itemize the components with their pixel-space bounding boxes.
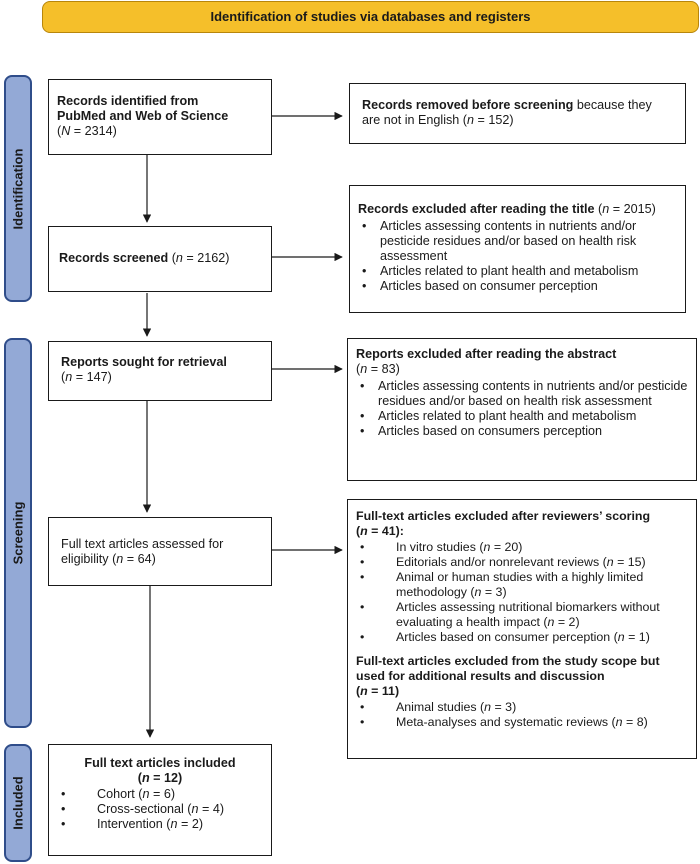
box-records-screened: Records screened (n = 2162) xyxy=(48,226,272,292)
reports-sought-count: (n = 147) xyxy=(61,370,112,384)
included-list: Cohort (n = 6) Cross-sectional (n = 4) I… xyxy=(57,787,263,832)
box-records-removed: Records removed before screening because… xyxy=(349,83,686,144)
list-item: Animal or human studies with a highly li… xyxy=(356,570,688,600)
list-item: Articles based on consumers perception xyxy=(356,424,688,439)
fulltext-excluded-scope-list: Animal studies (n = 3) Meta-analyses and… xyxy=(356,700,688,730)
list-item: Meta-analyses and systematic reviews (n … xyxy=(356,715,688,730)
list-item: Intervention (n = 2) xyxy=(57,817,263,832)
box-reports-excluded-abstract: Reports excluded after reading the abstr… xyxy=(347,338,697,481)
records-screened-text: Records screened (n = 2162) xyxy=(59,251,230,265)
box-records-identified: Records identified from PubMed and Web o… xyxy=(48,79,272,155)
box-included: Full text articles included (n = 12) Coh… xyxy=(48,744,272,856)
records-removed-line1: Records removed before screening because… xyxy=(362,98,652,112)
list-item: Articles assessing contents in nutrients… xyxy=(358,219,677,264)
fulltext-excluded-heading: Full-text articles excluded after review… xyxy=(356,509,651,538)
header-banner: Identification of studies via databases … xyxy=(42,1,699,33)
fulltext-excluded-list: In vitro studies (n = 20) Editorials and… xyxy=(356,540,688,645)
list-item: Articles based on consumer perception (n… xyxy=(356,630,688,645)
reports-excluded-abstract-heading: Reports excluded after reading the abstr… xyxy=(356,347,617,361)
list-item: Cohort (n = 6) xyxy=(57,787,263,802)
list-item: Animal studies (n = 3) xyxy=(356,700,688,715)
reports-sought-label: Reports sought for retrieval xyxy=(61,355,227,369)
list-item: Cross-sectional (n = 4) xyxy=(57,802,263,817)
list-item: Articles assessing nutritional biomarker… xyxy=(356,600,688,630)
box-reports-sought: Reports sought for retrieval (n = 147) xyxy=(48,341,272,401)
records-identified-line2: PubMed and Web of Science xyxy=(57,109,229,123)
records-identified-line1: Records identified from xyxy=(57,94,199,108)
box-fulltext-assessed: Full text articles assessed for eligibil… xyxy=(48,517,272,586)
fulltext-excluded-scope-heading: Full-text articles excluded from the stu… xyxy=(356,654,660,698)
box-fulltext-excluded: Full-text articles excluded after review… xyxy=(347,499,697,759)
list-item: Articles based on consumer perception xyxy=(358,279,677,294)
box-records-excluded-title: Records excluded after reading the title… xyxy=(349,185,686,313)
list-item: In vitro studies (n = 20) xyxy=(356,540,688,555)
fulltext-assessed-line2: eligibility (n = 64) xyxy=(61,552,156,566)
included-title: Full text articles included xyxy=(84,756,236,770)
phase-identification: Identification xyxy=(4,75,32,302)
reports-excluded-abstract-list: Articles assessing contents in nutrients… xyxy=(356,379,688,439)
phase-included: Included xyxy=(4,744,32,862)
list-item: Editorials and/or nonrelevant reviews (n… xyxy=(356,555,688,570)
records-excluded-title-list: Articles assessing contents in nutrients… xyxy=(358,219,677,294)
records-identified-count: (N = 2314) xyxy=(57,124,117,138)
list-item: Articles related to plant health and met… xyxy=(356,409,688,424)
records-removed-line2: are not in English (n = 152) xyxy=(362,113,514,127)
list-item: Articles assessing contents in nutrients… xyxy=(356,379,688,409)
records-excluded-title-heading: Records excluded after reading the title… xyxy=(358,202,656,216)
reports-excluded-abstract-count: (n = 83) xyxy=(356,362,400,376)
phase-screening: Screening xyxy=(4,338,32,728)
fulltext-assessed-line1: Full text articles assessed for xyxy=(61,537,224,551)
included-count: (n = 12) xyxy=(137,771,183,785)
list-item: Articles related to plant health and met… xyxy=(358,264,677,279)
